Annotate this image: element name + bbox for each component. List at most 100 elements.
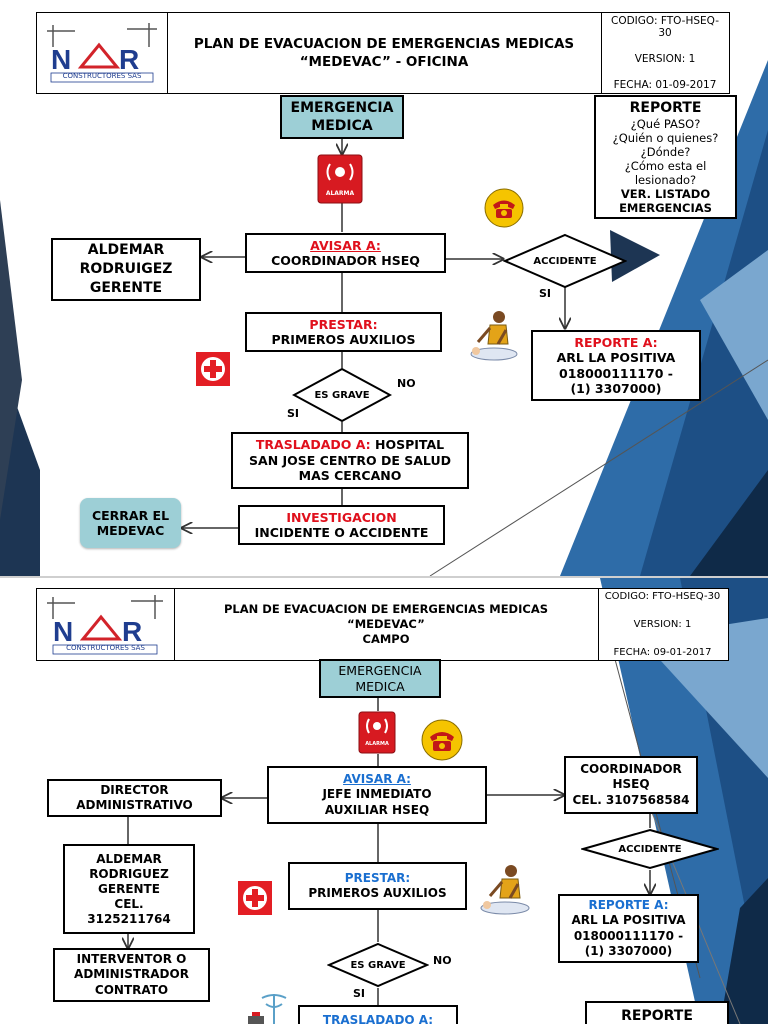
header-title: PLAN DE EVACUACION DE EMERGENCIAS MEDICA… bbox=[167, 13, 602, 93]
interventor-line3: CONTRATO bbox=[94, 982, 169, 997]
investigacion-label: INVESTIGACION bbox=[286, 510, 397, 525]
avisar-label: AVISAR A: bbox=[310, 238, 381, 253]
reporte-question-3: ¿Dónde? bbox=[640, 145, 691, 159]
trasladado-rest1: HOSPITAL bbox=[370, 437, 445, 453]
reporte-a-line3: (1) 3307000) bbox=[570, 381, 662, 396]
logo-subtitle: CONSTRUCTORES SAS bbox=[62, 72, 142, 80]
header-meta: CODIGO: FTO-HSEQ-30 VERSION: 1 FECHA: 01… bbox=[601, 13, 729, 93]
alarm-icon: ALARMA bbox=[317, 154, 363, 204]
cerrar-medevac-box: CERRAR EL MEDEVAC bbox=[80, 498, 181, 548]
coordinador-line1: COORDINADOR bbox=[580, 761, 682, 776]
reporte-a-line2: 018000111170 - bbox=[573, 928, 684, 943]
emergencia-line2: MEDICA bbox=[311, 118, 373, 134]
es-grave-label: ES GRAVE bbox=[314, 389, 370, 401]
aldemar-line2: RODRUIGEZ bbox=[79, 261, 173, 277]
accidente-si-label: SI bbox=[539, 287, 552, 300]
header-version: VERSION: 1 bbox=[634, 53, 696, 65]
reporte-a-box: REPORTE A: ARL LA POSITIVA 018000111170 … bbox=[531, 330, 701, 401]
emergencia-line1: EMERGENCIA bbox=[338, 662, 422, 678]
aldemar-line4: CEL. bbox=[114, 896, 144, 911]
reporte-checklist: REPORTE bbox=[585, 1001, 729, 1024]
aldemar-line3: GERENTE bbox=[98, 881, 160, 896]
reporte-a-line3: (1) 3307000) bbox=[584, 944, 673, 958]
avisar-line2: AUXILIAR HSEQ bbox=[324, 802, 430, 817]
header-title-line3: CAMPO bbox=[362, 632, 410, 646]
telephone-icon bbox=[484, 188, 524, 228]
director-box: DIRECTOR ADMINISTRATIVO bbox=[47, 779, 222, 817]
svg-text:N: N bbox=[53, 616, 73, 647]
cerrar-line2: MEDEVAC bbox=[96, 523, 165, 538]
slide-campo: N R CONSTRUCTORES SAS PLAN DE EVACUACION… bbox=[0, 578, 768, 1024]
emergencia-line2: MEDICA bbox=[355, 678, 405, 694]
slide-oficina: N R CONSTRUCTORES SAS PLAN DE EVACUACION… bbox=[0, 12, 768, 576]
header-date: FECHA: 01-09-2017 bbox=[613, 79, 717, 91]
reporte-a-label: REPORTE A: bbox=[574, 334, 658, 350]
header-version: VERSION: 1 bbox=[633, 619, 692, 630]
trasladado-line2: SAN JOSE CENTRO DE SALUD bbox=[249, 452, 451, 468]
document-header: N R CONSTRUCTORES SAS PLAN DE EVACUACION… bbox=[36, 12, 730, 94]
header-title-line2: “MEDEVAC” bbox=[347, 617, 425, 631]
header-title: PLAN DE EVACUACION DE EMERGENCIAS MEDICA… bbox=[174, 589, 599, 660]
cpr-first-aid-icon bbox=[468, 308, 518, 366]
reporte-question-1: ¿Qué PASO? bbox=[630, 117, 701, 131]
avisar-label: AVISAR A: bbox=[343, 771, 411, 786]
reporte-question-4: ¿Cómo esta el bbox=[624, 159, 707, 173]
alarm-label: ALARMA bbox=[325, 190, 355, 197]
investigacion-box: INVESTIGACION INCIDENTE O ACCIDENTE bbox=[238, 505, 445, 545]
reporte-title: REPORTE bbox=[621, 1008, 693, 1024]
red-cross-icon bbox=[195, 351, 231, 387]
reporte-footer-1: VER. LISTADO bbox=[620, 187, 711, 201]
reporte-a-line1: ARL LA POSITIVA bbox=[556, 350, 676, 365]
header-title-line2: “MEDEVAC” - OFICINA bbox=[299, 54, 469, 70]
prestar-box: PRESTAR: PRIMEROS AUXILIOS bbox=[245, 312, 442, 352]
si-label: SI bbox=[353, 987, 366, 1000]
aldemar-line5: 3125211764 bbox=[87, 911, 171, 926]
svg-text:N: N bbox=[51, 44, 71, 75]
cpr-first-aid-icon bbox=[478, 862, 530, 920]
coordinador-box: COORDINADOR HSEQ CEL. 3107568584 bbox=[564, 756, 698, 814]
header-code: CODIGO: FTO-HSEQ-30 bbox=[610, 15, 720, 39]
reporte-question-2: ¿Quién o quienes? bbox=[612, 131, 719, 145]
interventor-line1: INTERVENTOR O bbox=[76, 951, 187, 966]
header-date: FECHA: 09-01-2017 bbox=[613, 647, 712, 658]
emergencia-medica-box: EMERGENCIA MEDICA bbox=[280, 95, 404, 139]
reporte-a-line1: ARL LA POSITIVA bbox=[571, 913, 686, 927]
trasladado-label: TRASLADADO A: bbox=[255, 437, 371, 453]
aldemar-line1: ALDEMAR bbox=[87, 242, 165, 258]
avisar-line1: JEFE INMEDIATO bbox=[322, 787, 432, 802]
avisar-line1: COORDINADOR HSEQ bbox=[271, 253, 420, 268]
director-line1: DIRECTOR bbox=[100, 783, 169, 797]
coordinador-line2: HSEQ bbox=[612, 777, 650, 792]
slide-separator bbox=[0, 576, 768, 578]
interventor-box: INTERVENTOR O ADMINISTRADOR CONTRATO bbox=[53, 948, 210, 1002]
investigacion-line1: INCIDENTE O ACCIDENTE bbox=[254, 525, 429, 540]
trasladado-label: TRASLADADO A: bbox=[322, 1013, 434, 1024]
prestar-line1: PRIMEROS AUXILIOS bbox=[271, 332, 416, 347]
accidente-diamond bbox=[503, 233, 627, 289]
reporte-question-5: lesionado? bbox=[634, 173, 697, 187]
header-title-line1: PLAN DE EVACUACION DE EMERGENCIAS MEDICA… bbox=[193, 36, 575, 52]
logo-subtitle: CONSTRUCTORES SAS bbox=[66, 644, 145, 652]
alarm-label: ALARMA bbox=[365, 741, 389, 747]
header-code: CODIGO: FTO-HSEQ-30 bbox=[604, 591, 721, 602]
aldemar-line2: RODRIGUEZ bbox=[89, 866, 169, 881]
aldemar-box: ALDEMAR RODRIGUEZ GERENTE CEL. 312521176… bbox=[63, 844, 195, 934]
avisar-box: AVISAR A: COORDINADOR HSEQ bbox=[245, 233, 446, 273]
no-label: NO bbox=[397, 377, 416, 390]
emergencia-medica-box: EMERGENCIA MEDICA bbox=[319, 659, 441, 698]
reporte-a-label: REPORTE A: bbox=[588, 897, 669, 912]
es-grave-diamond bbox=[292, 367, 392, 423]
aldemar-line3: GERENTE bbox=[89, 280, 163, 296]
trasladado-box: TRASLADADO A: HOSPITAL SAN JOSE CENTRO D… bbox=[231, 432, 469, 489]
coordinador-line3: CEL. 3107568584 bbox=[572, 792, 690, 807]
caduceus-icon bbox=[246, 992, 292, 1024]
alarm-icon: ALARMA bbox=[358, 711, 396, 754]
header-meta: CODIGO: FTO-HSEQ-30 VERSION: 1 FECHA: 09… bbox=[597, 589, 728, 660]
svg-text:R: R bbox=[119, 44, 139, 75]
accidente-label: ACCIDENTE bbox=[533, 255, 597, 267]
header-title-line1: PLAN DE EVACUACION DE EMERGENCIAS MEDICA… bbox=[224, 602, 548, 616]
emergencia-line1: EMERGENCIA bbox=[290, 100, 394, 116]
red-cross-icon bbox=[237, 880, 273, 916]
no-label: NO bbox=[433, 954, 452, 967]
es-grave-diamond bbox=[327, 942, 429, 988]
